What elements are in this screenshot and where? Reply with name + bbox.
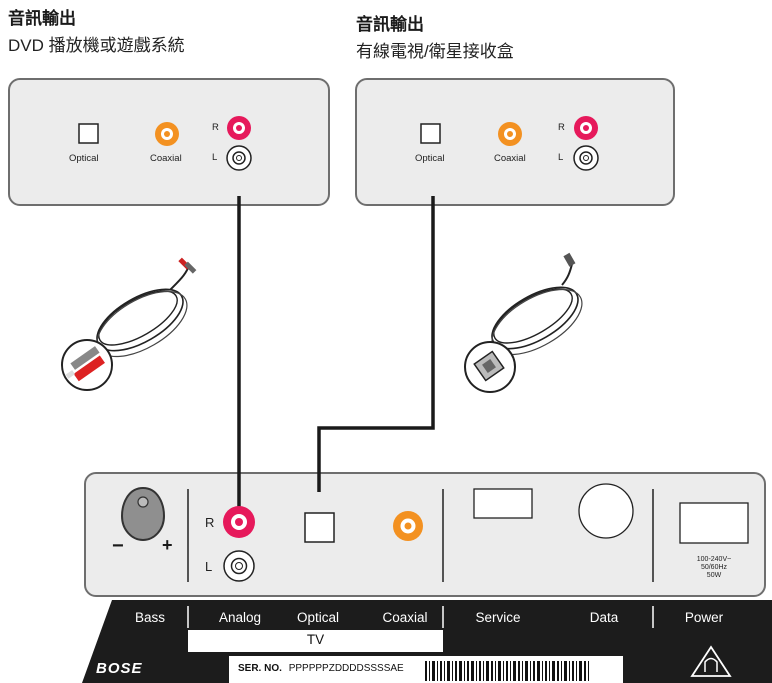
optical-cable-icon bbox=[464, 252, 583, 393]
serial-number: SER. NO. PPPPPPZDDDDSSSSAE bbox=[238, 663, 404, 674]
source1-coaxial-jack bbox=[155, 122, 179, 146]
serial-value: PPPPPPZDDDDSSSSAE bbox=[288, 663, 404, 674]
source2-coaxial-label: Coaxial bbox=[494, 153, 526, 164]
label-optical: Optical bbox=[296, 610, 340, 625]
label-bass: Bass bbox=[134, 610, 165, 625]
source2-title: 音訊輸出 bbox=[356, 15, 424, 34]
barcode bbox=[425, 661, 589, 681]
label-service: Service bbox=[475, 610, 521, 625]
service-port bbox=[473, 488, 533, 519]
source1-coaxial-label: Coaxial bbox=[150, 153, 182, 164]
source1-r-label: R bbox=[212, 122, 219, 133]
power-spec: 100-240V~ 50/60Hz 50W bbox=[676, 556, 752, 580]
power-wattage: 50W bbox=[706, 572, 722, 579]
source2-subtitle: 有線電視/衛星接收盒 bbox=[356, 42, 514, 61]
power-frequency: 50/60Hz bbox=[700, 564, 728, 571]
power-voltage: 100-240V~ bbox=[696, 556, 732, 563]
tv-label-box bbox=[188, 630, 443, 652]
console-optical-jack bbox=[304, 512, 335, 543]
serial-prefix: SER. NO. bbox=[238, 663, 282, 674]
console-r-label: R bbox=[205, 515, 215, 530]
label-data: Data bbox=[589, 610, 619, 625]
console-coaxial-jack bbox=[393, 511, 423, 541]
source1-l-label: L bbox=[212, 152, 218, 163]
source2-coaxial-jack bbox=[498, 122, 522, 146]
bose-logo: BOSE bbox=[96, 660, 143, 677]
source2-rca-l-jack bbox=[573, 145, 599, 171]
label-power: Power bbox=[684, 610, 724, 625]
bass-plus-label: + bbox=[162, 535, 173, 555]
console-rca-l-jack bbox=[223, 550, 255, 582]
console-rca-r-jack bbox=[223, 506, 255, 538]
warning-triangle-icon bbox=[690, 645, 732, 677]
source1-title: 音訊輸出 bbox=[8, 9, 76, 28]
source2-optical-jack bbox=[420, 123, 441, 144]
power-port bbox=[679, 502, 749, 544]
source1-rca-r-jack bbox=[227, 116, 251, 140]
source2-optical-label: Optical bbox=[415, 153, 445, 164]
source1-subtitle: DVD 播放機或遊戲系統 bbox=[8, 36, 185, 55]
source1-optical-label: Optical bbox=[69, 153, 99, 164]
label-coaxial: Coaxial bbox=[382, 610, 428, 625]
data-port bbox=[578, 483, 634, 539]
bass-knob bbox=[120, 486, 166, 542]
source1-optical-jack bbox=[78, 123, 99, 144]
console-l-label: L bbox=[205, 559, 213, 574]
tv-label: TV bbox=[306, 632, 325, 647]
rca-cable-icon bbox=[61, 257, 197, 391]
label-analog: Analog bbox=[218, 610, 262, 625]
optical-connection-line bbox=[317, 196, 435, 492]
bass-minus-label: − bbox=[112, 535, 124, 557]
source1-rca-l-jack bbox=[226, 145, 252, 171]
source2-rca-r-jack bbox=[574, 116, 598, 140]
source2-r-label: R bbox=[558, 122, 565, 133]
source2-l-label: L bbox=[558, 152, 564, 163]
